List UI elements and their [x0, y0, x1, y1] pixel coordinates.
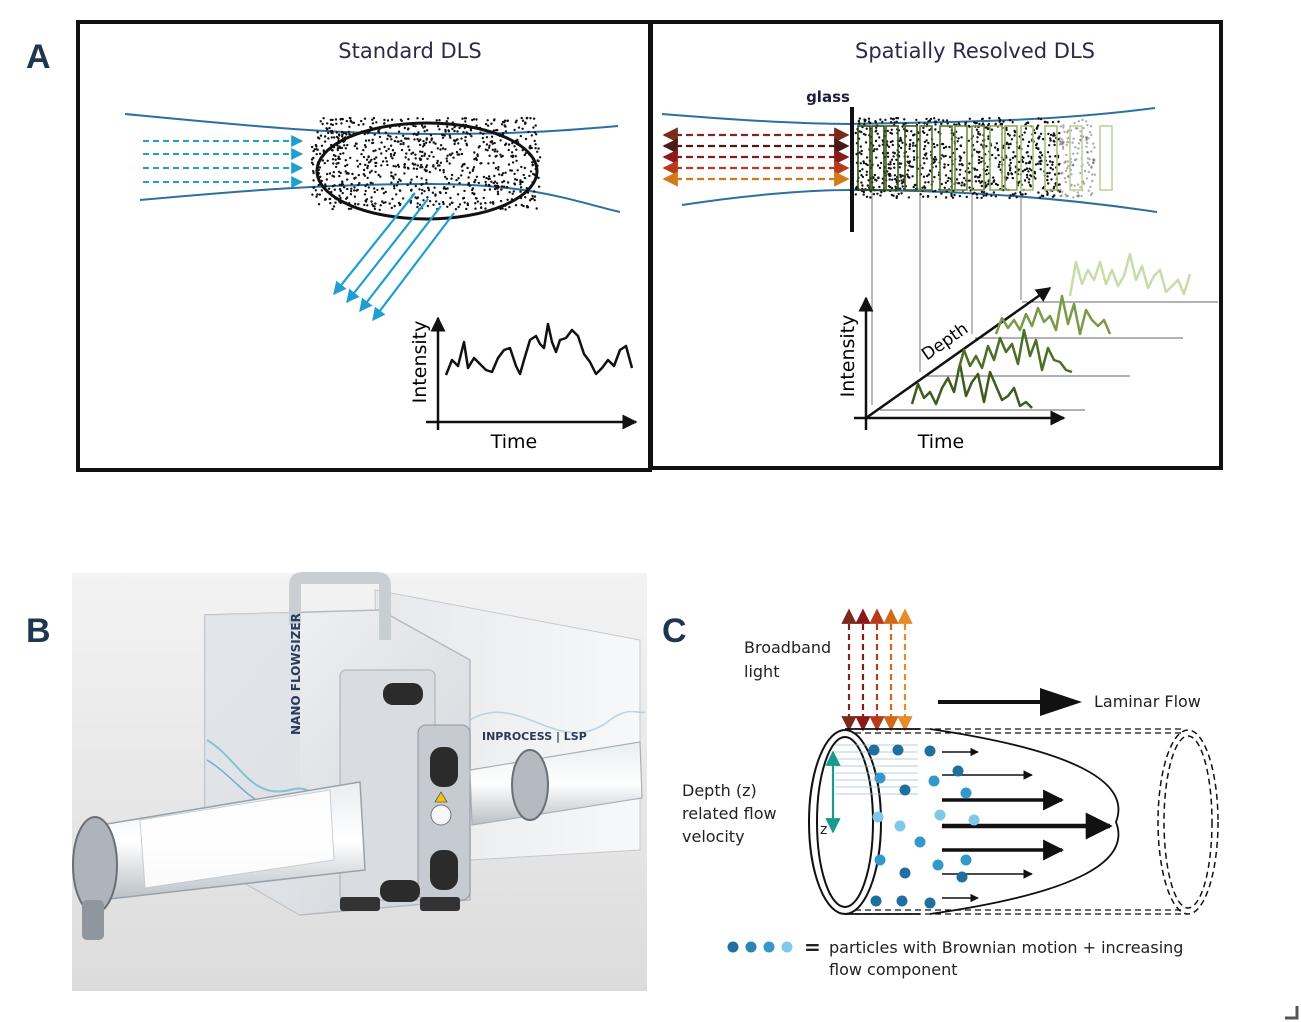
broadband-light-arrows-vertical	[841, 608, 913, 732]
device-model-label: INPROCESS | LSP	[482, 730, 587, 743]
incident-light-arrows	[143, 135, 304, 188]
standard-dls-title: Standard DLS	[338, 39, 481, 63]
foot-left	[340, 897, 380, 911]
depth-slices	[857, 125, 1113, 191]
knobs	[380, 683, 458, 902]
projection-lines	[871, 190, 1022, 405]
depth-trace-1	[910, 362, 1033, 409]
glass-label: glass	[806, 88, 850, 106]
spatial-x-axis-label: Time	[917, 431, 965, 453]
scattered-light-arrows	[333, 192, 455, 322]
tube-end-dashed-inner	[1163, 735, 1213, 909]
outlet-pipe	[469, 741, 643, 826]
tube-end-dashed	[1157, 729, 1219, 915]
particles-legend: = particles with Brownian motion + incre…	[727, 935, 1183, 979]
corner-mark	[1285, 1006, 1299, 1020]
legend-dot-4	[781, 941, 793, 953]
depth-axis	[865, 286, 1052, 420]
panel-a-spatial: Spatially Resolved DLS glass	[649, 20, 1223, 470]
laminar-flow-arrowhead	[1040, 688, 1082, 716]
standard-y-axis-label: Intensity	[409, 321, 431, 404]
foot-right	[420, 897, 460, 911]
sample-particles	[310, 116, 542, 212]
legend-text-2: flow component	[829, 960, 958, 979]
knob-top	[383, 683, 423, 705]
standard-x-axis-label: Time	[490, 431, 538, 453]
spatial-sample-particles	[854, 116, 1097, 200]
laser-warning-icon	[434, 791, 448, 803]
device-brand-label: NANO FLOWSIZER	[289, 613, 303, 735]
legend-text-1: particles with Brownian motion + increas…	[829, 938, 1183, 957]
laser-beam-bottom	[139, 182, 621, 213]
tri-clamp-left	[72, 816, 118, 914]
legend-dot-2	[745, 941, 757, 953]
tube-entrance-inner	[816, 736, 874, 908]
legend-equals: =	[804, 935, 821, 959]
panel-label-c: C	[662, 612, 687, 650]
laminar-flow-label: Laminar Flow	[1094, 692, 1201, 711]
tri-clamp-right	[511, 749, 549, 821]
knob-right-upper	[430, 747, 458, 787]
wave-decoration-3	[469, 710, 646, 734]
trace-baselines	[880, 301, 1218, 411]
carry-handle	[289, 572, 391, 640]
broadband-light-label-2: light	[744, 662, 779, 681]
laser-beam-top	[124, 113, 619, 136]
depth-trace-3	[994, 294, 1112, 336]
legend-dot-3	[763, 941, 775, 953]
flow-particles	[868, 744, 980, 909]
depth-trace-4	[1068, 252, 1192, 297]
flow-cell-label-area	[139, 789, 335, 889]
standard-dls-frame	[76, 20, 652, 472]
standard-intensity-trace	[444, 322, 634, 376]
depth-trace-2	[956, 328, 1073, 374]
sample-volume-ellipse	[315, 121, 539, 221]
panel-label-a: A	[26, 38, 51, 76]
panel-b-device-photo: NANO FLOWSIZER INPROCESS | LSP	[72, 572, 647, 991]
broadband-light-arrows	[662, 127, 850, 187]
spatial-dls-frame	[649, 20, 1223, 470]
spatial-laser-beam-bottom	[681, 188, 1158, 213]
knob-right-lower	[430, 850, 458, 890]
spatial-y-axis-label: Intensity	[837, 315, 859, 398]
z-label: z	[820, 822, 827, 838]
depth-label-3: velocity	[682, 827, 745, 846]
spatial-dls-title: Spatially Resolved DLS	[855, 39, 1095, 63]
standard-intensity-plot: Intensity Time	[409, 316, 638, 453]
panel-label-b: B	[26, 612, 51, 650]
knob-bottom	[380, 880, 420, 902]
depth-axis-label: Depth	[918, 319, 972, 365]
spatial-laser-beam-top	[661, 107, 1156, 126]
legend-dot-1	[727, 941, 739, 953]
panel-c-schematic: Broadband light Laminar Flow z Depth (z)…	[682, 608, 1219, 979]
depth-intensity-traces	[910, 252, 1192, 409]
velocity-profile	[929, 728, 1120, 915]
probe-window	[430, 804, 452, 826]
panel-a-standard: Standard DLS Intensity Time	[76, 20, 652, 472]
depth-label-2: related flow	[682, 804, 777, 823]
depth-label-1: Depth (z)	[682, 781, 757, 800]
clamp-screw	[82, 900, 104, 940]
broadband-light-label-1: Broadband	[744, 638, 831, 657]
